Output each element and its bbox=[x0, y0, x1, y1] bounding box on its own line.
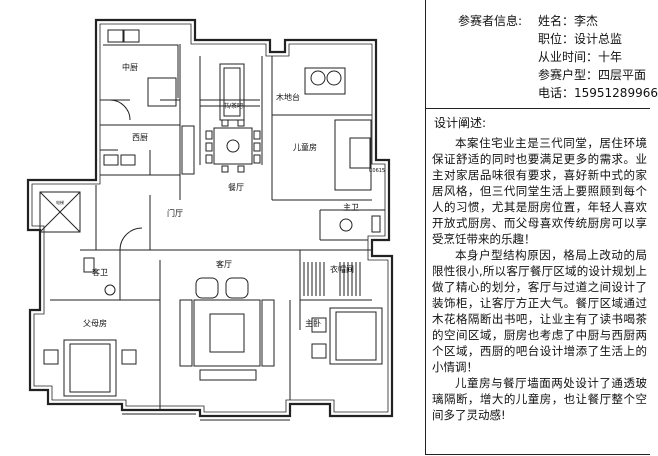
description-paragraph: 本案住宅业主是三代同堂，居住环境保证舒适的同时也要满足更多的需求。业主对家居品味… bbox=[432, 136, 647, 246]
contestant-info-panel: 参赛者信息: 姓名：李杰 职位：设计总监 从业时间：十年 参赛户型：四层平面 电… bbox=[425, 0, 658, 109]
label-kids-room: 儿童房 bbox=[293, 142, 317, 152]
label-master-bed: 主卧 bbox=[305, 318, 321, 328]
description-paragraph: 儿童房与餐厅墙面两处设计了通透玻璃隔断，增大的儿童房，也让餐厅整个空间多了灵动感… bbox=[432, 376, 647, 422]
description-paragraph: 本身户型结构原因，格局上改动的局限性很小,所以客厅餐厅区域的设计规划上做了精心的… bbox=[432, 248, 647, 374]
design-description-panel: 设计阐述: 本案住宅业主是三代同堂，居住环境保证舒适的同时也要满足更多的需求。业… bbox=[425, 108, 650, 455]
description-body: 本案住宅业主是三代同堂，居住环境保证舒适的同时也要满足更多的需求。业主对家居品味… bbox=[432, 135, 647, 423]
floor-plan-drawing: 中厨 西厨 书/茶吧 木地台 儿童房 C0615 餐厅 电梯 门厅 主卫 客厅 … bbox=[26, 18, 394, 421]
label-western-kitchen: 西厨 bbox=[132, 133, 148, 142]
info-unit-type: 参赛户型：四层平面 bbox=[538, 68, 647, 82]
label-dining: 餐厅 bbox=[228, 183, 244, 192]
info-phone: 电话：15951289966 bbox=[538, 86, 658, 100]
info-name: 姓名：李杰 bbox=[538, 14, 599, 28]
label-guest-bath: 客卫 bbox=[92, 267, 108, 277]
label-chinese-kitchen: 中厨 bbox=[122, 62, 138, 72]
info-position: 职位：设计总监 bbox=[538, 32, 623, 46]
info-experience: 从业时间：十年 bbox=[538, 50, 623, 64]
info-label: 参赛者信息: bbox=[458, 14, 523, 28]
label-foyer: 门厅 bbox=[167, 208, 183, 218]
description-heading: 设计阐述: bbox=[434, 116, 487, 130]
label-code: C0615 bbox=[369, 168, 385, 174]
label-elevator: 电梯 bbox=[56, 199, 64, 205]
label-master-bath: 主卫 bbox=[343, 202, 359, 212]
label-wood-terrace: 木地台 bbox=[276, 92, 300, 102]
label-living: 客厅 bbox=[216, 259, 232, 269]
label-closet: 衣帽间 bbox=[330, 264, 354, 274]
label-study-bar: 书/茶吧 bbox=[223, 102, 243, 110]
label-parents-room: 父母房 bbox=[83, 318, 107, 328]
